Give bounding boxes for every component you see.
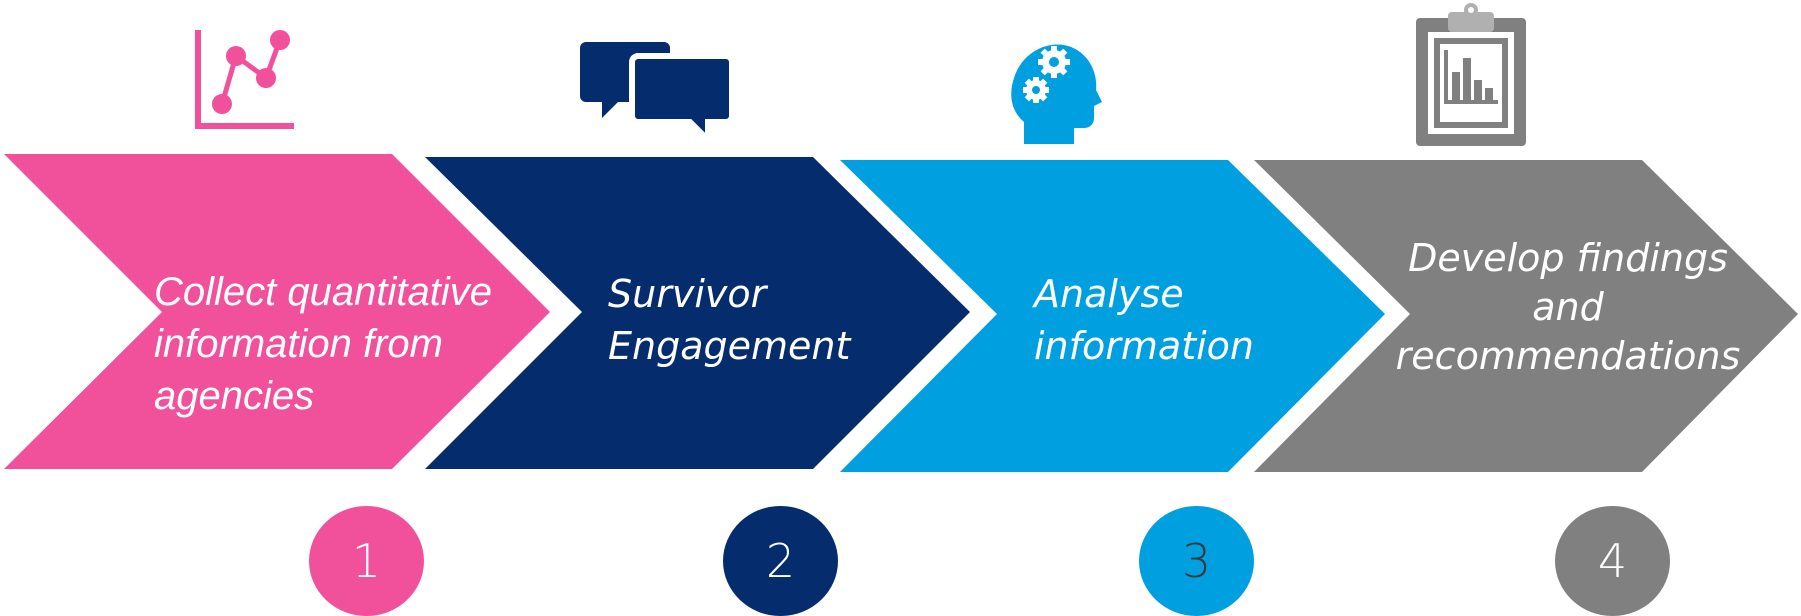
step-4-line-1: Develop findings — [1408, 236, 1728, 280]
step-1-number-badge: 1 — [309, 506, 424, 616]
step-4-number: 4 — [1597, 534, 1628, 588]
line-chart-icon — [195, 30, 294, 129]
step-4-line-2: and — [1532, 285, 1604, 329]
step-3-label: Analyse information — [1034, 268, 1254, 372]
head-gears-icon — [1011, 44, 1102, 145]
step-4-number-badge: 4 — [1555, 506, 1670, 616]
step-3-number-badge: 3 — [1139, 506, 1254, 616]
step-1-line-2: information from — [154, 322, 443, 366]
step-1-line-1: Collect quantitative — [154, 270, 492, 314]
step-2-number: 2 — [765, 534, 796, 588]
step-4-line-3: recommendations — [1395, 334, 1741, 378]
speech-bubbles-icon — [580, 42, 730, 140]
step-2-line-2: Engagement — [608, 324, 851, 368]
step-3-number: 3 — [1181, 534, 1212, 588]
step-1-number: 1 — [351, 534, 382, 588]
step-3-line-2: information — [1034, 324, 1254, 368]
step-4-label: Develop findings and recommendations — [1378, 234, 1758, 381]
step-1-label: Collect quantitative information from ag… — [154, 266, 492, 422]
step-2-line-1: Survivor — [608, 272, 767, 316]
step-2-label: Survivor Engagement — [608, 268, 850, 372]
clipboard-chart-icon — [1416, 3, 1526, 146]
step-3-line-1: Analyse — [1034, 272, 1184, 316]
step-2-number-badge: 2 — [723, 506, 838, 616]
step-1-line-3: agencies — [154, 374, 315, 418]
